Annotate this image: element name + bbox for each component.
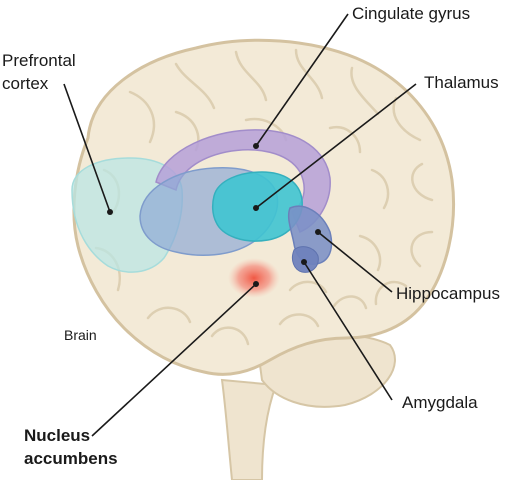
label-hippocampus: Hippocampus — [396, 284, 500, 303]
nucleus-accumbens-region — [228, 258, 280, 298]
label-prefrontal-cortex-1: Prefrontal — [2, 51, 76, 70]
label-thalamus: Thalamus — [424, 73, 499, 92]
leader-lines — [63, 13, 417, 437]
leader-thalamus — [255, 83, 417, 209]
label-brain: Brain — [64, 327, 97, 343]
label-prefrontal-cortex-2: cortex — [2, 74, 49, 93]
label-amygdala: Amygdala — [402, 393, 478, 412]
leader-nucleus — [91, 283, 257, 437]
label-nucleus-accumbens-1: Nucleus — [24, 426, 91, 445]
leader-cingulate — [255, 13, 349, 147]
leader-amygdala — [303, 261, 393, 401]
brain-stem — [220, 378, 278, 480]
leader-hippocampus — [317, 231, 393, 293]
label-cingulate-gyrus: Cingulate gyrus — [352, 4, 471, 23]
leader-prefrontal — [63, 83, 111, 213]
label-nucleus-accumbens-2: accumbens — [24, 449, 118, 468]
leader-dots — [107, 143, 321, 287]
